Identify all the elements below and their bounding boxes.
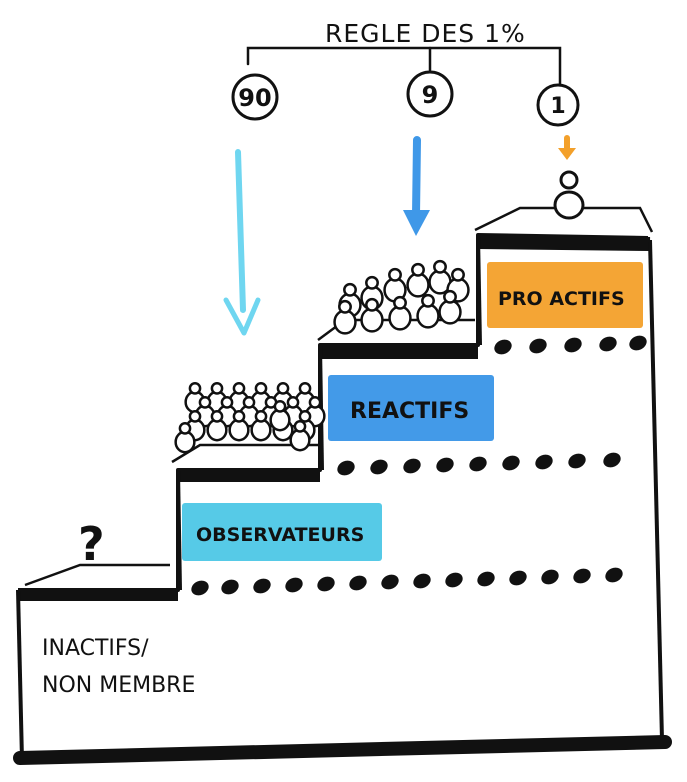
crowd-reactifs-person xyxy=(428,259,452,295)
crowd-reactifs-person xyxy=(438,289,462,325)
group-1-number: 1 xyxy=(550,94,565,119)
group-90-badge: 90 xyxy=(231,73,279,121)
label-proactifs: PRO ACTIFS xyxy=(487,262,643,328)
label-observateurs-text: OBSERVATEURS xyxy=(196,524,364,546)
crowd-reactifs-person xyxy=(416,293,440,329)
inactifs-label-line2: NON MEMBRE xyxy=(42,673,195,698)
crowd-observateurs-person xyxy=(184,410,206,442)
dash-row-reactifs xyxy=(337,452,621,476)
question-mark-figure: ? xyxy=(78,517,105,571)
crowd-observateurs-person xyxy=(184,382,206,414)
label-observateurs: OBSERVATEURS xyxy=(182,503,382,561)
title-bracket xyxy=(246,46,562,86)
crowd-observateurs xyxy=(174,382,326,454)
arrow-proactifs xyxy=(558,135,576,160)
crowd-reactifs-person xyxy=(333,299,357,335)
question-mark: ? xyxy=(78,517,105,571)
group-1-badge: 1 xyxy=(536,83,580,127)
group-9-number: 9 xyxy=(422,81,439,109)
crowd-observateurs-person xyxy=(206,410,228,442)
dash-row-proactifs xyxy=(494,335,647,355)
label-proactifs-text: PRO ACTIFS xyxy=(498,288,625,310)
crowd-observateurs-person xyxy=(174,422,196,454)
label-reactifs-text: REACTIFS xyxy=(350,399,469,424)
crowd-observateurs-person xyxy=(250,410,272,442)
crowd-observateurs-person xyxy=(269,400,291,432)
crowd-observateurs-person xyxy=(289,420,311,452)
proactif-person xyxy=(553,170,585,220)
arrow-observateurs xyxy=(223,149,261,336)
crowd-reactifs-person xyxy=(360,297,384,333)
group-9-badge: 9 xyxy=(406,70,454,118)
crowd-reactifs-person xyxy=(406,262,430,298)
group-90-number: 90 xyxy=(238,84,271,112)
arrow-reactifs xyxy=(403,136,430,236)
staircase xyxy=(13,206,672,765)
diagram-title: REGLE DES 1% xyxy=(325,19,526,48)
dash-row-observateurs xyxy=(191,567,623,596)
crowd-reactifs xyxy=(333,259,470,335)
inactifs-label-line1: INACTIFS/ xyxy=(42,636,149,661)
crowd-reactifs-person xyxy=(446,267,470,303)
crowd-observateurs-person xyxy=(228,410,250,442)
crowd-reactifs-person xyxy=(388,295,412,331)
label-reactifs: REACTIFS xyxy=(328,375,494,441)
